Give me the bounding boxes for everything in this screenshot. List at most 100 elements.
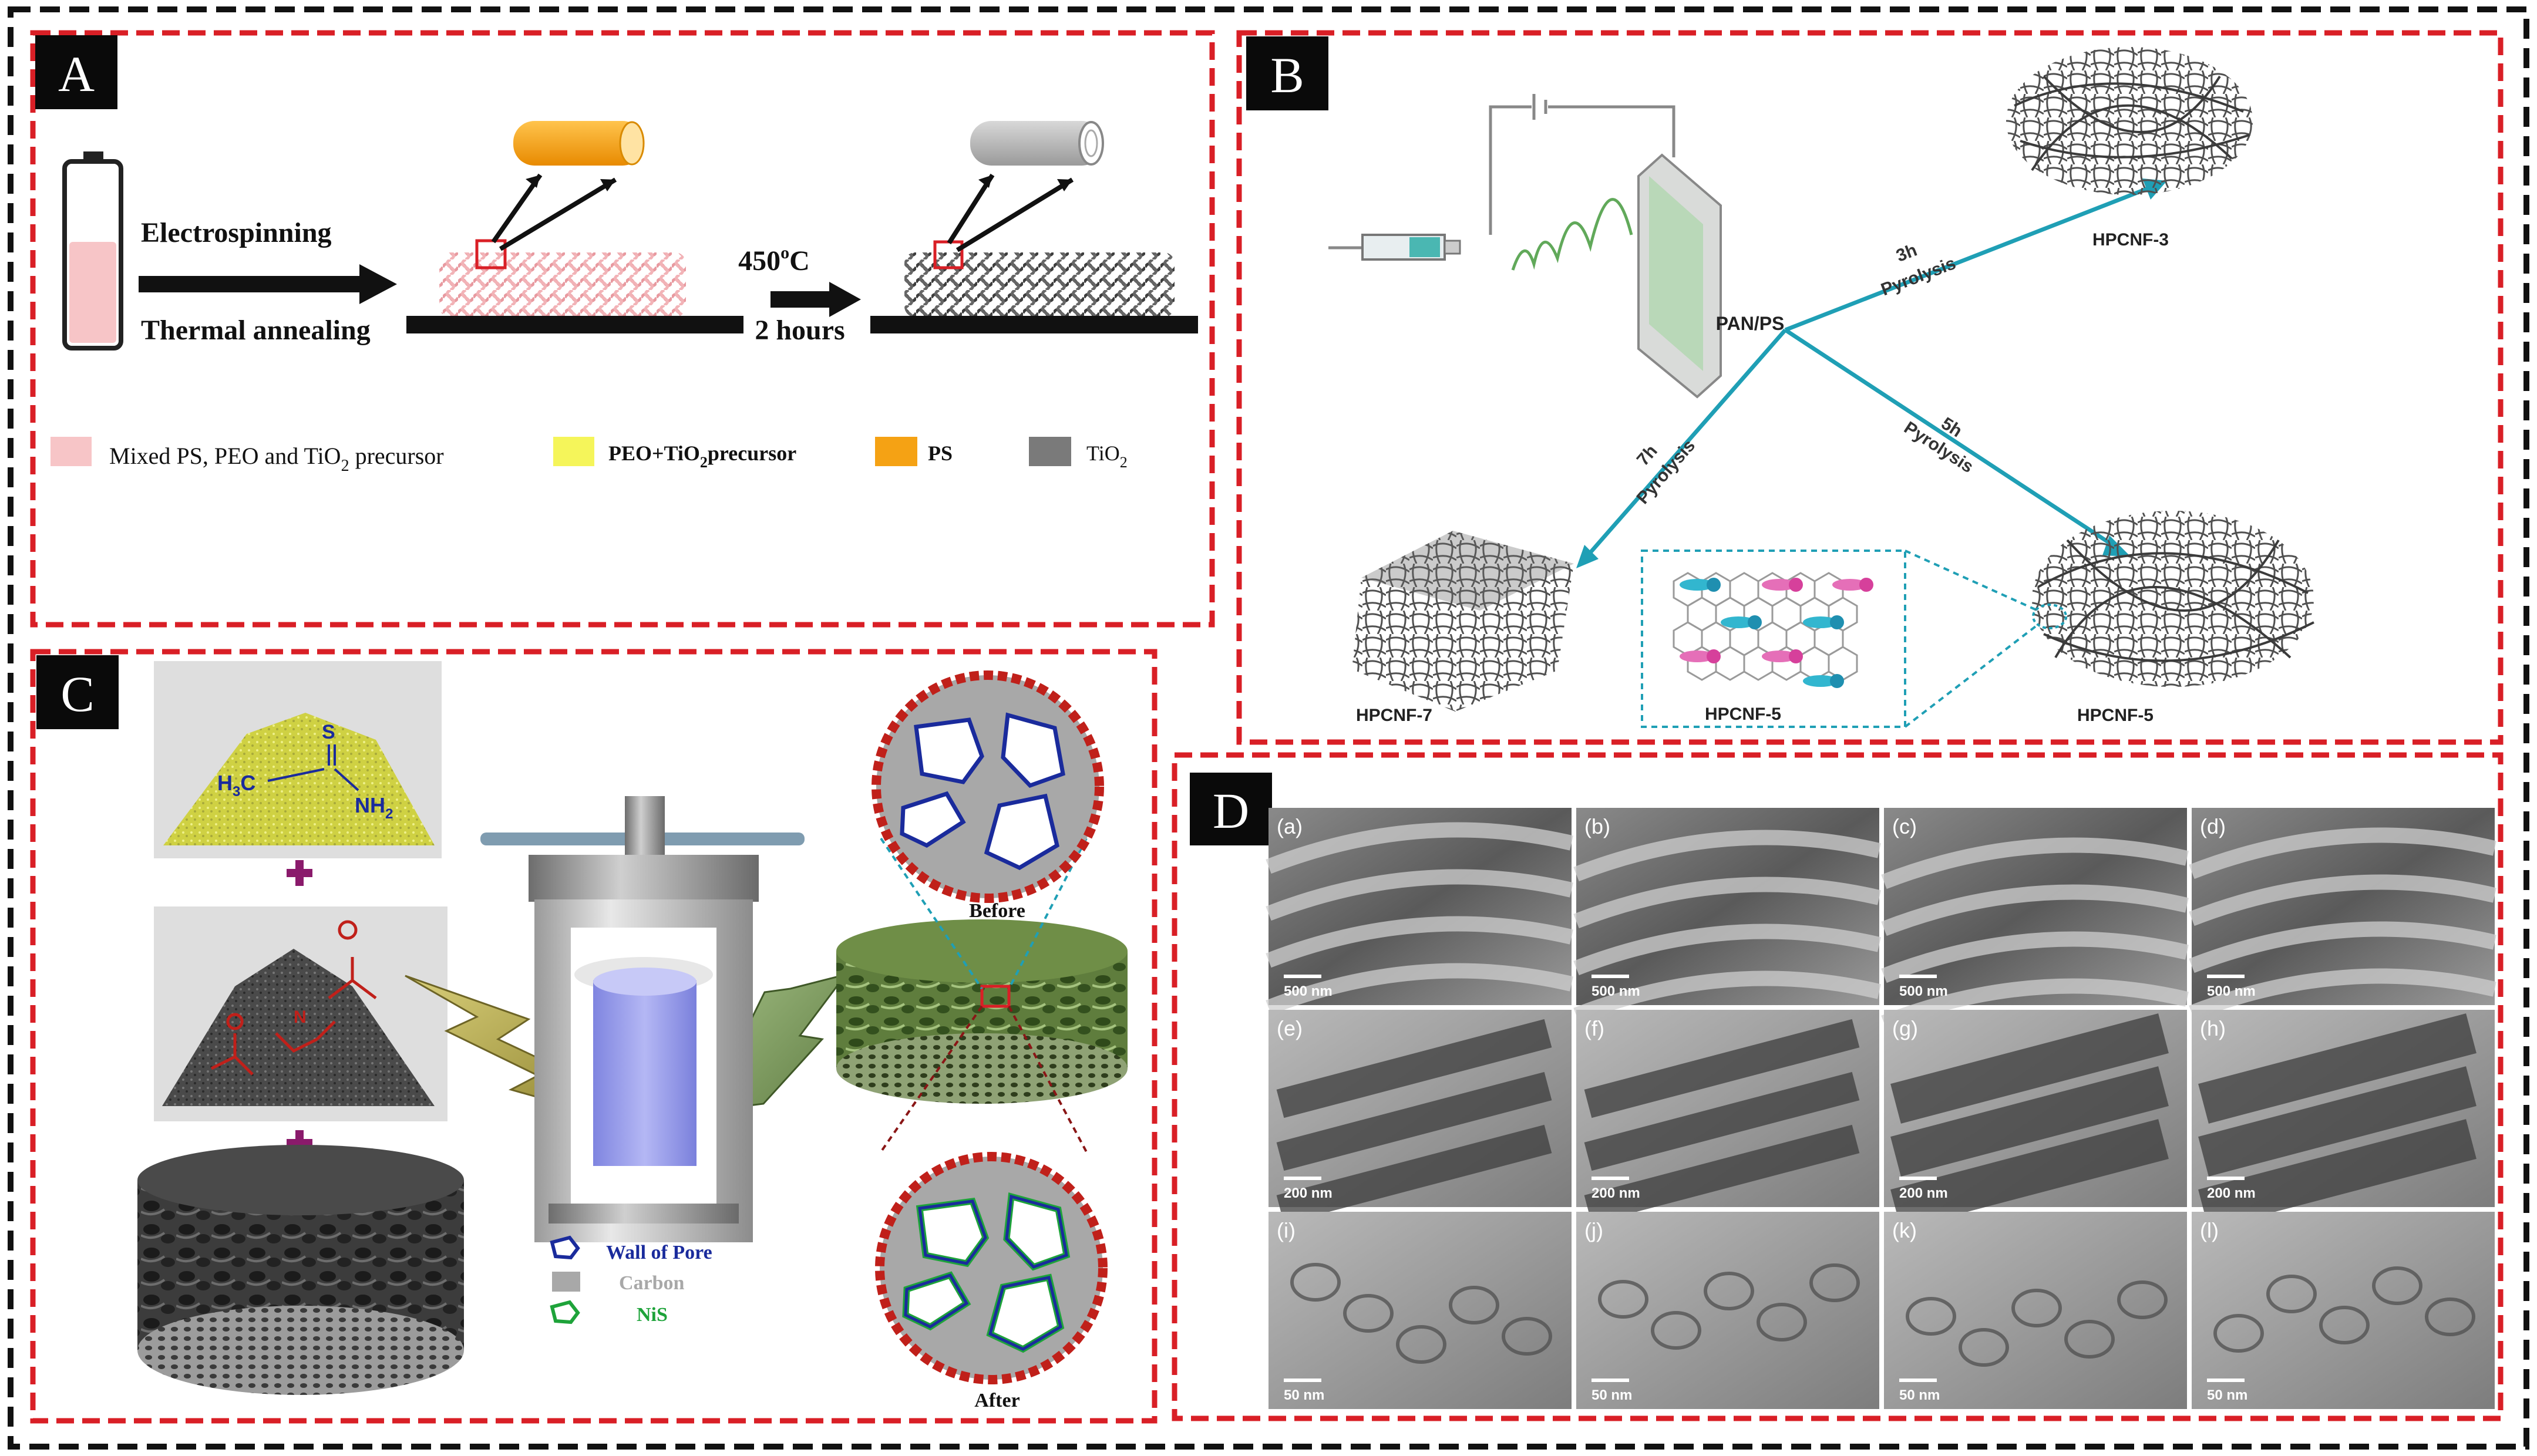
scale-bar [1591, 1177, 1629, 1180]
svg-text:NH2: NH2 [355, 793, 393, 822]
hpcnf-7-fibers [1352, 531, 1574, 712]
power-supply-icon [1489, 94, 1675, 235]
panel-d-label: D [1213, 783, 1249, 839]
outer-border [8, 6, 2529, 1450]
scale-bar-label: 500 nm [1899, 983, 1948, 999]
legend-wall-of-pore-shape [550, 1235, 580, 1260]
hollow-tio2-fiber-icon [970, 121, 1104, 166]
panel-a: A Electrospinning Thermal annealing 450o… [30, 30, 1215, 628]
arrow-a2 [770, 282, 861, 317]
legend-wall-of-pore-label: Wall of Pore [606, 1242, 712, 1263]
thermal-annealing-text: Thermal annealing [141, 315, 371, 346]
scale-bar [1899, 1177, 1937, 1180]
micrograph-b: (b)500 nm [1573, 808, 1881, 1023]
panel-c-legend: Wall of Pore Carbon NiS [550, 1235, 712, 1326]
panel-b-label-box [1246, 36, 1328, 110]
svg-text:Pyrolysis: Pyrolysis [1878, 254, 1958, 300]
micrograph-texture [1290, 1263, 1553, 1364]
micrograph-texture [1573, 830, 1881, 1023]
panel-b: B PAN/PS 3h [1236, 30, 2504, 745]
hpcnf-5-inset: HPCNF-5 [1641, 550, 1906, 728]
scale-bar-label: 500 nm [2207, 983, 2256, 999]
scale-bar [1591, 975, 1629, 978]
micrograph-texture [2189, 827, 2496, 1020]
hpcnf-3-label: HPCNF-3 [2092, 230, 2169, 250]
micrograph-image [1884, 1212, 2187, 1409]
plus-icon-1 [287, 860, 312, 886]
legend-swatch-pink [51, 437, 92, 466]
micrograph-g: (g)200 nm [1884, 1010, 2187, 1229]
hpcnf-5-label: HPCNF-5 [2077, 706, 2154, 725]
arrow-a1 [139, 264, 397, 304]
panel-a-border [30, 30, 1215, 628]
jet-spiral [1511, 198, 1633, 271]
collector-plate [1637, 153, 1722, 399]
micrograph-tag: (i) [1277, 1218, 1296, 1242]
micrograph-tag: (h) [2200, 1016, 2226, 1040]
polymer-n-label: N [294, 1007, 307, 1027]
scale-bar-label: 500 nm [1284, 983, 1333, 999]
scale-bar [1899, 1379, 1937, 1382]
legend-swatch-yellow [553, 437, 594, 466]
ps-fiber-icon [513, 121, 645, 166]
legend-label-3: PS [928, 441, 953, 465]
scale-bar [1284, 1379, 1321, 1382]
scale-bar-label: 50 nm [1284, 1387, 1324, 1403]
scale-bar [1591, 1379, 1629, 1382]
micrograph-l: (l)50 nm [2192, 1212, 2495, 1409]
thioacetamide-structure: S H3C NH2 [217, 721, 393, 822]
svg-text:H3C: H3C [217, 771, 255, 800]
hpcnf-7-label: HPCNF-7 [1356, 706, 1432, 725]
vial-icon [62, 151, 123, 350]
micrograph-texture [2213, 1266, 2476, 1353]
autoclave-icon [480, 796, 805, 1242]
legend-swatch-orange [875, 437, 917, 466]
micrograph-k: (k) 50 nm [1884, 1212, 2187, 1409]
panel-d-border [1172, 752, 2504, 1421]
substrate-bar-2 [870, 316, 1198, 333]
legend-carbon-label: Carbon [619, 1272, 685, 1294]
micrograph-texture [1266, 822, 1573, 1015]
micrograph-tag: (j) [1584, 1218, 1603, 1242]
scale-bar [1899, 975, 1937, 978]
micrograph-j: (j)50 nm [1576, 1212, 1879, 1409]
micrograph-tag: (k) [1892, 1218, 1917, 1242]
micrograph-tag: (g) [1892, 1016, 1918, 1040]
scale-bar-label: 50 nm [1899, 1387, 1940, 1403]
panel-d: D (a)500 nm(b)500 nm(c)500 nm(d)500 nm(e… [1172, 752, 2504, 1421]
scale-bar-label: 200 nm [2207, 1185, 2256, 1201]
micrograph-grid: (a)500 nm(b)500 nm(c)500 nm(d)500 nm(e)2… [1266, 808, 2496, 1409]
panel-a-label: A [58, 46, 95, 102]
scale-bar-label: 200 nm [1284, 1185, 1333, 1201]
micrograph-image [1576, 1212, 1879, 1409]
panel-a-label-box [35, 35, 117, 109]
tio2-fiber-mat [904, 252, 1175, 317]
micrograph-tag: (c) [1892, 814, 1917, 838]
zoom-box-1 [475, 239, 507, 269]
micrograph-texture [1906, 1280, 2168, 1367]
yellow-powder-pile [163, 713, 435, 845]
micrograph-image [1268, 1212, 1572, 1409]
micrograph-texture [1584, 1019, 1860, 1224]
micrograph-i: (i) 50 nm [1268, 1212, 1572, 1409]
micrograph-texture [1881, 837, 2189, 1030]
scale-bar [2207, 975, 2245, 978]
panel-c-label-box [36, 655, 119, 729]
polymer-structure [210, 920, 377, 1076]
legend-nis-label: NiS [637, 1304, 668, 1326]
micrograph-f: (f)200 nm [1576, 1010, 1879, 1224]
micrograph-e: (e)200 nm [1268, 1010, 1572, 1224]
micrograph-a: (a)500 nm [1266, 808, 1573, 1015]
svg-text:5h: 5h [1938, 414, 1966, 441]
scale-bar-label: 50 nm [2207, 1387, 2247, 1403]
carbon-foam-disc [137, 1145, 464, 1395]
before-label: Before [969, 900, 1025, 922]
micrograph-h: (h) 200 nm [2192, 1010, 2495, 1229]
svg-text:3h: 3h [1893, 240, 1920, 265]
legend-label-1: Mixed PS, PEO and TiO2 precursor [109, 443, 444, 475]
hpcnf-3-fibers [2006, 47, 2253, 195]
micrograph-texture [2198, 1013, 2477, 1229]
scale-bar [2207, 1177, 2245, 1180]
micrograph-texture [1276, 1019, 1552, 1224]
